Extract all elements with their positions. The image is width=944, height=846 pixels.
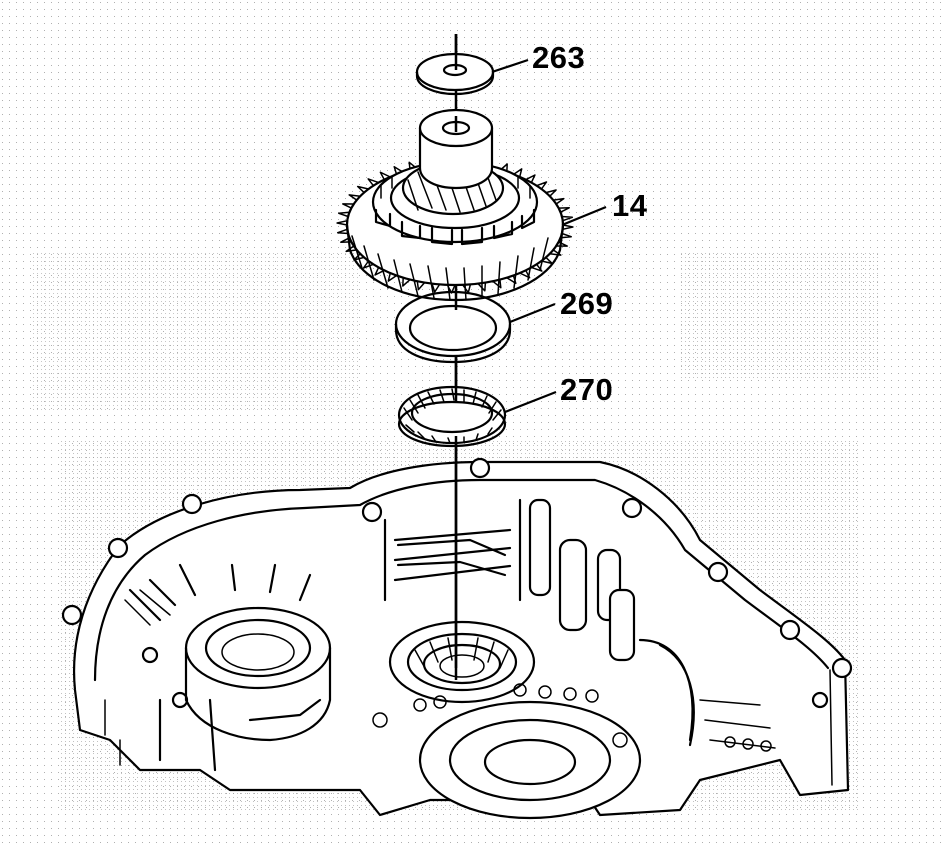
transmission-case [61,457,853,820]
callout-270-label: 270 [560,372,614,407]
callout-14-label: 14 [612,188,648,223]
leader-14 [561,205,607,227]
callout-269-label: 269 [560,286,614,321]
leader-270 [504,390,557,414]
leader-lines [491,58,607,414]
leader-263 [491,58,529,74]
callout-263-label: 263 [532,40,586,75]
leader-269 [509,302,556,324]
part-269-thrust-washer [394,290,512,364]
part-14-helical-gear [336,108,574,302]
part-270-thrust-bearing [397,385,507,448]
